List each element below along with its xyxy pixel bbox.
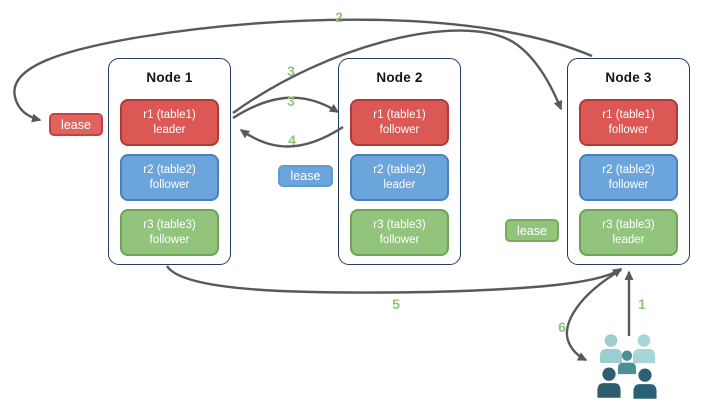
- replica-range: r1 (table1): [143, 108, 196, 121]
- replica-role: follower: [379, 233, 420, 246]
- user-figure: [617, 350, 637, 375]
- replica-role: leader: [612, 233, 645, 246]
- replica-role: leader: [383, 178, 416, 191]
- node-2-replica-r2-leader: r2 (table2) leader: [350, 154, 449, 201]
- node-1-title: Node 1: [146, 70, 193, 85]
- step-label-5: 5: [392, 296, 400, 312]
- replica-role: follower: [379, 123, 420, 136]
- step-label-4: 4: [288, 132, 296, 148]
- step-label-1: 1: [638, 296, 646, 312]
- replica-range: r3 (table3): [373, 218, 426, 231]
- replica-range: r1 (table1): [602, 108, 655, 121]
- replica-range: r3 (table3): [143, 218, 196, 231]
- lease-badge-r3: lease: [505, 219, 559, 242]
- user-figure: [633, 334, 655, 363]
- user-figure: [597, 367, 621, 398]
- node-2-replica-r1-follower: r1 (table1) follower: [350, 99, 449, 146]
- step-label-2: 2: [335, 9, 343, 25]
- node-1-replica-r1-leader: r1 (table1) leader: [120, 99, 219, 146]
- step-label-3a: 3: [287, 63, 295, 79]
- node-1: Node 1 r1 (table1) leader r2 (table2) fo…: [108, 58, 231, 265]
- node-1-replica-r2-follower: r2 (table2) follower: [120, 154, 219, 201]
- users-group-icon: [597, 334, 657, 399]
- replica-role: leader: [153, 123, 186, 136]
- node-3-replica-r3-leader: r3 (table3) leader: [579, 209, 678, 256]
- arrow-step-5-node1-to-node3: [165, 265, 623, 294]
- node-3-replica-r1-follower: r1 (table1) follower: [579, 99, 678, 146]
- replica-range: r2 (table2): [373, 163, 426, 176]
- node-3-replica-r2-follower: r2 (table2) follower: [579, 154, 678, 201]
- user-figure: [633, 368, 657, 399]
- arrow-step-2-node3-to-lease1: [13, 18, 593, 123]
- node-3: Node 3 r1 (table1) follower r2 (table2) …: [567, 58, 690, 265]
- replica-range: r2 (table2): [143, 163, 196, 176]
- replica-role: follower: [149, 233, 190, 246]
- replica-role: follower: [608, 123, 649, 136]
- arrow-step-6-node3-to-users: [565, 268, 622, 362]
- node-2-title: Node 2: [376, 70, 423, 85]
- node-2-replica-r3-follower: r3 (table3) follower: [350, 209, 449, 256]
- user-figure: [600, 334, 622, 363]
- step-label-3b: 3: [287, 93, 295, 109]
- step-label-6: 6: [558, 319, 566, 335]
- lease-badge-r2: lease: [278, 165, 333, 187]
- replica-role: follower: [149, 178, 190, 191]
- arrow-step-3-leader-to-node2-follower: [232, 96, 340, 120]
- replica-role: follower: [608, 178, 649, 191]
- replica-range: r3 (table3): [602, 218, 655, 231]
- node-3-title: Node 3: [605, 70, 652, 85]
- replica-range: r1 (table1): [373, 108, 426, 121]
- node-2: Node 2 r1 (table1) follower r2 (table2) …: [338, 58, 461, 265]
- replica-range: r2 (table2): [602, 163, 655, 176]
- node-1-replica-r3-follower: r3 (table3) follower: [120, 209, 219, 256]
- lease-badge-r1: lease: [49, 113, 103, 136]
